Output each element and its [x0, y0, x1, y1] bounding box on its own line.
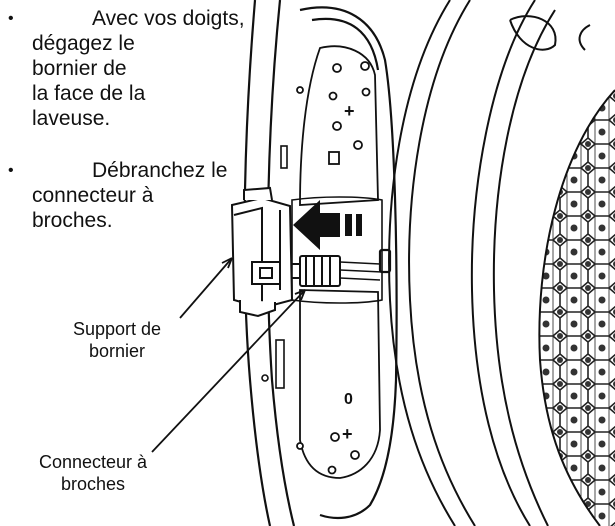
bullet: •: [8, 162, 14, 179]
instruction-2-line-2: connecteur à: [32, 184, 154, 207]
instruction-1-line-1: Avec vos doigts,: [92, 7, 245, 30]
pin-connector: [292, 255, 383, 287]
instruction-1-line-2: dégagez le: [32, 32, 135, 55]
instruction-2-line-1: Débranchez le: [92, 159, 228, 182]
panel-plus-bottom: +: [342, 424, 353, 444]
callout-terminal-support-line-1: Support de: [72, 319, 162, 339]
callout-pin-connector: Connecteur à broches: [18, 451, 168, 495]
panel-plus-top: +: [344, 101, 355, 121]
drum-mesh: [538, 89, 615, 526]
drum-rim: [388, 0, 591, 526]
instruction-1-line-4: la face de la: [32, 82, 146, 105]
panel-holes: [296, 61, 371, 475]
door-inner-panel: [291, 45, 383, 479]
panel-zero: 0: [344, 391, 353, 408]
callout-pin-connector-line-1: Connecteur à: [38, 452, 148, 472]
bullet: •: [8, 10, 14, 27]
terminal-block-support: [230, 186, 294, 318]
leader-lines: [151, 257, 306, 453]
door-outline: [243, 0, 398, 526]
callout-terminal-support-line-2: bornier: [88, 341, 146, 361]
instruction-2: • Débranchez le connecteur à broches.: [4, 158, 292, 233]
callout-terminal-support: Support de bornier: [52, 318, 182, 362]
instruction-1-line-5: laveuse.: [32, 107, 111, 130]
callout-pin-connector-line-2: broches: [60, 474, 126, 494]
instruction-1-line-3: bornier de: [32, 57, 127, 80]
pull-direction-arrow-icon: [293, 200, 362, 250]
instruction-2-line-3: broches.: [32, 209, 113, 232]
instruction-1: • Avec vos doigts, dégagez le bornier de…: [4, 6, 292, 131]
